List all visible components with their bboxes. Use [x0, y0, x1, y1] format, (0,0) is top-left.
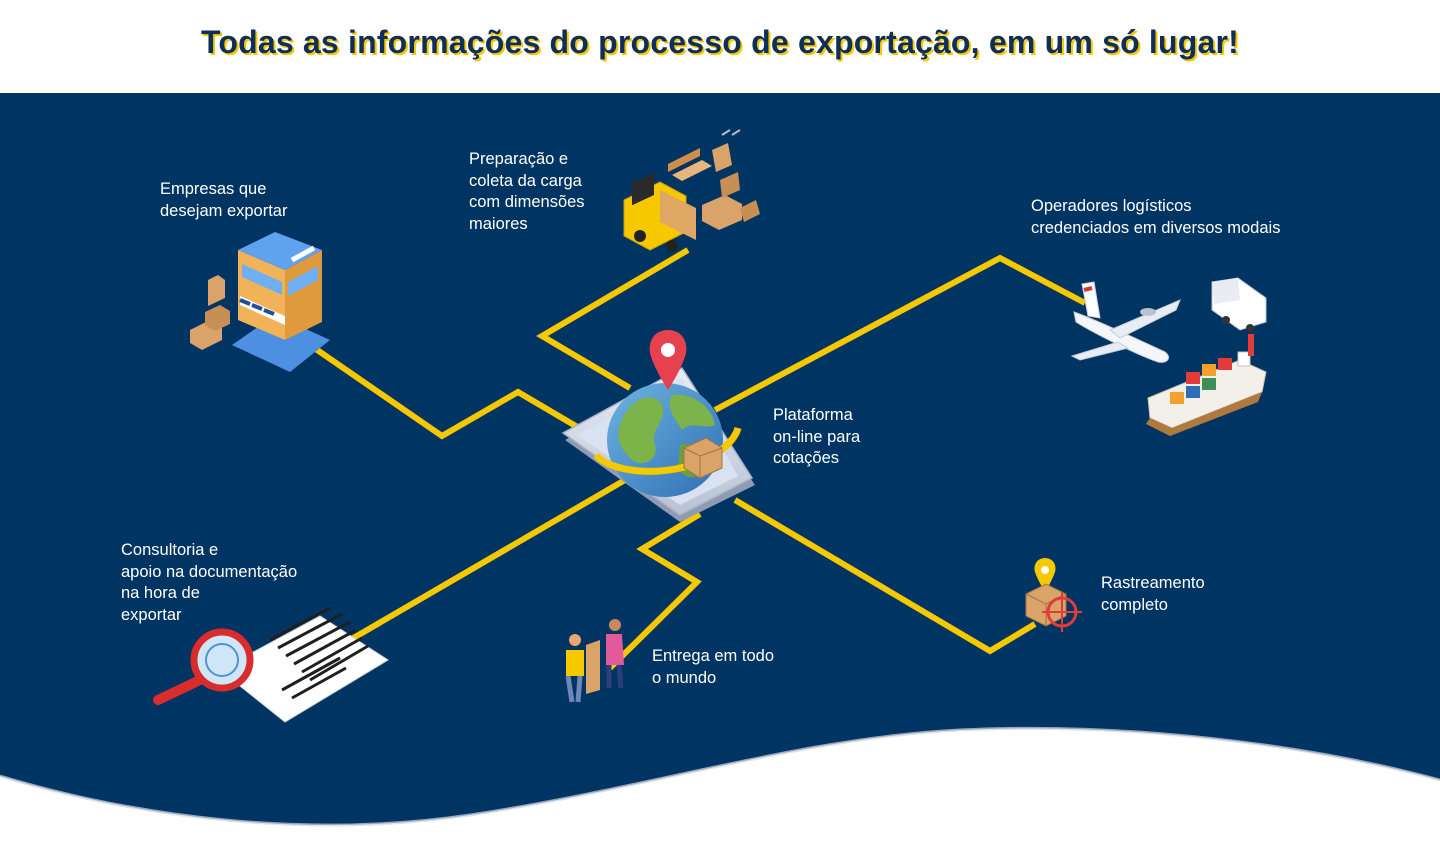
label-line: apoio na documentação: [121, 562, 298, 581]
label-line: credenciados em diversos modais: [1031, 218, 1281, 237]
wave-shadow: [0, 726, 1440, 827]
label-delivery: Entrega em todo o mundo: [652, 646, 774, 689]
airplane-icon: [1070, 281, 1181, 363]
label-line: coleta da carga: [469, 171, 582, 190]
page-title: Todas as informações do processo de expo…: [200, 24, 1240, 60]
ship-icon: [1146, 334, 1267, 436]
connector-delivery: [607, 511, 702, 671]
label-consulting: Consultoria e apoio na documentação na h…: [121, 540, 297, 626]
label-operators: Operadores logísticos credenciados em di…: [1031, 196, 1280, 239]
label-line: o mundo: [652, 668, 717, 687]
forklift-icon: [623, 129, 760, 252]
label-companies: Empresas que desejam exportar: [160, 179, 287, 222]
building-icon: [190, 232, 330, 372]
label-line: completo: [1101, 595, 1168, 614]
label-line: on-line para: [773, 427, 861, 446]
connector-lines: [308, 247, 1087, 671]
airplane-truck-ship-icon: [1070, 277, 1267, 436]
label-line: exportar: [121, 605, 182, 624]
label-line: Rastreamento: [1101, 574, 1205, 592]
tracking-box-icon: [1025, 558, 1082, 632]
label-line: com dimensões: [469, 193, 585, 211]
connector-companies: [308, 342, 632, 461]
label-tracking: Rastreamento completo: [1101, 573, 1205, 616]
label-line: desejam exportar: [160, 201, 288, 220]
label-platform: Plataforma on-line para cotações: [773, 405, 860, 470]
label-line: Plataforma: [773, 406, 853, 424]
label-line: Empresas que: [160, 180, 267, 198]
connector-consulting: [348, 477, 627, 643]
label-line: cotações: [773, 449, 840, 467]
label-cargo: Preparação e coleta da carga com dimensõ…: [469, 149, 585, 235]
label-line: na hora de: [121, 584, 200, 602]
label-line: Preparação e: [469, 150, 569, 168]
connector-tracking: [733, 497, 1037, 655]
label-line: Consultoria e: [121, 541, 219, 559]
box-icon: [683, 437, 723, 479]
label-line: maiores: [469, 214, 528, 233]
location-pin-icon: [649, 330, 687, 390]
delivery-people-icon: [565, 619, 624, 703]
label-line: Operadores logísticos: [1031, 197, 1192, 215]
truck-icon: [1211, 277, 1267, 332]
connector-operators: [713, 254, 1087, 413]
magnifier-document-icon: [153, 606, 389, 723]
connector-cargo: [536, 247, 690, 391]
label-line: Entrega em todo: [652, 647, 774, 665]
globe-on-smartphone-icon: [561, 330, 755, 522]
